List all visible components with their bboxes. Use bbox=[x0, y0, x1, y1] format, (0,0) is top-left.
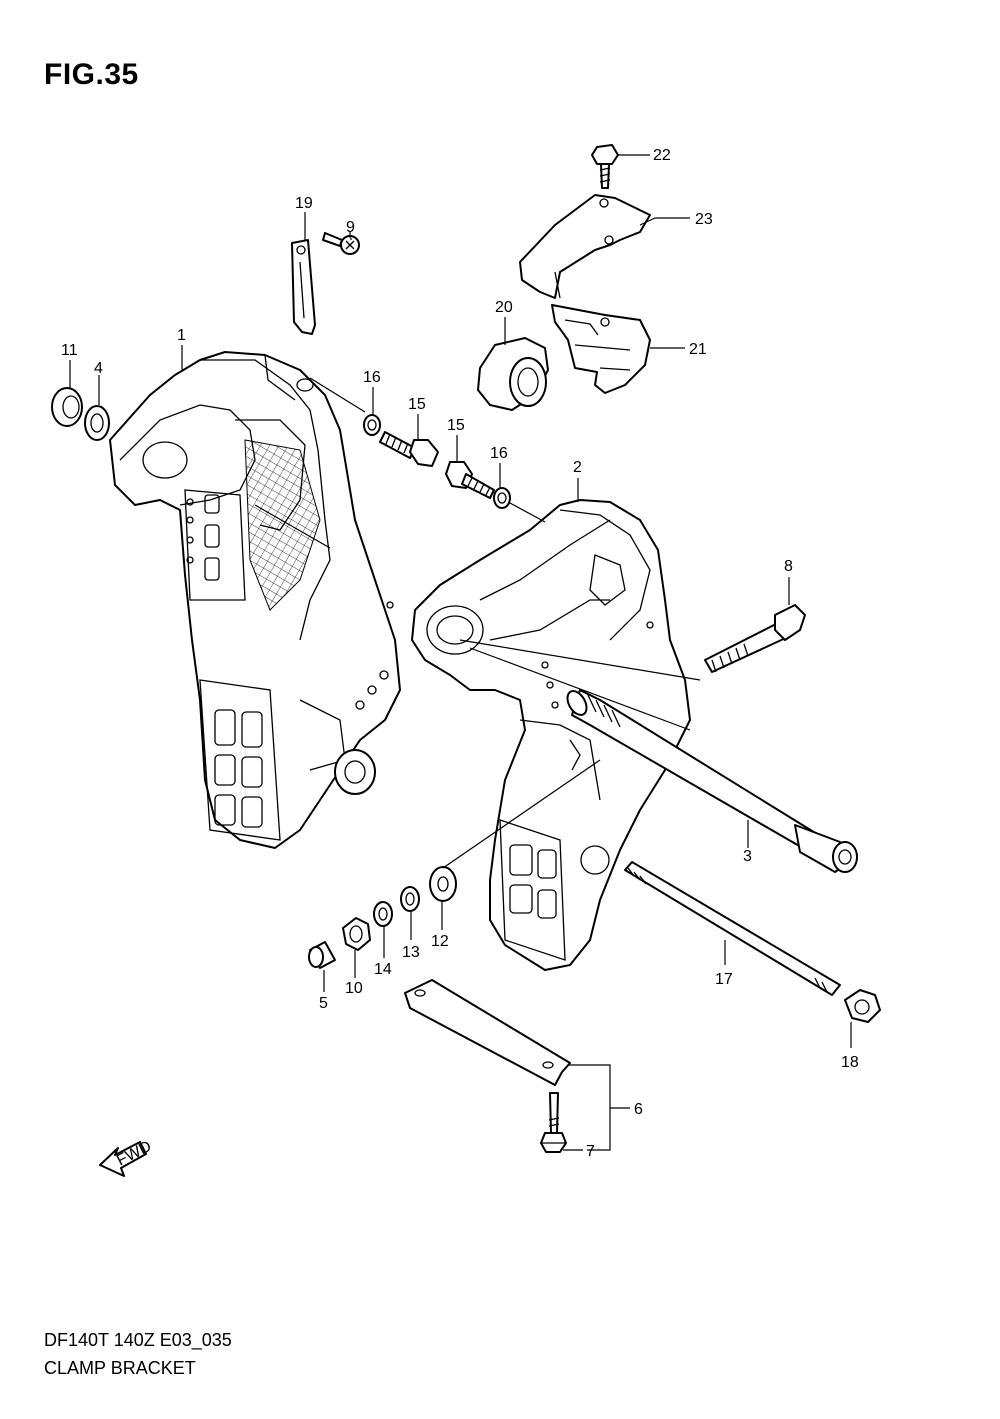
knob-20 bbox=[477, 337, 549, 411]
callout-2: 2 bbox=[573, 459, 582, 476]
fwd-arrow-icon: FWD bbox=[99, 1138, 154, 1177]
figure-name: CLAMP BRACKET bbox=[44, 1358, 196, 1378]
callout-15b: 15 bbox=[447, 417, 465, 434]
bolt-15b bbox=[445, 461, 495, 499]
callout-4: 4 bbox=[94, 360, 103, 377]
bolt-22 bbox=[591, 144, 619, 189]
screw-9 bbox=[322, 232, 360, 255]
callout-labels: 1 2 3 4 5 6 7 8 9 10 11 12 13 14 15 15 1… bbox=[61, 147, 859, 1160]
nut-18 bbox=[844, 989, 881, 1023]
callout-11: 11 bbox=[61, 342, 78, 359]
model-code: DF140T 140Z E03_035 bbox=[44, 1330, 232, 1350]
callout-13: 13 bbox=[402, 944, 420, 961]
clamp-bracket-left bbox=[109, 351, 401, 849]
callout-16a: 16 bbox=[363, 369, 381, 386]
callout-19: 19 bbox=[295, 195, 313, 212]
fwd-label: FWD bbox=[114, 1138, 154, 1170]
callout-23: 23 bbox=[695, 211, 713, 228]
nut-11 bbox=[51, 387, 83, 427]
figure-title: FIG.35 bbox=[44, 58, 139, 91]
nut-10 bbox=[342, 917, 371, 951]
washer-16b bbox=[493, 487, 511, 509]
callout-21: 21 bbox=[689, 341, 707, 358]
callout-1: 1 bbox=[177, 327, 186, 344]
strap-19 bbox=[291, 239, 316, 335]
callout-6: 6 bbox=[634, 1101, 643, 1118]
washer-14 bbox=[373, 901, 393, 927]
clip-21 bbox=[551, 304, 651, 394]
plate-6 bbox=[404, 979, 571, 1086]
washer-16a bbox=[363, 414, 381, 436]
callout-15a: 15 bbox=[408, 396, 426, 413]
callout-17: 17 bbox=[715, 971, 733, 988]
callout-5: 5 bbox=[319, 995, 328, 1012]
bolt-7 bbox=[540, 1092, 567, 1153]
washer-12 bbox=[429, 866, 457, 902]
clamp-bracket-right bbox=[411, 499, 691, 971]
callout-8: 8 bbox=[784, 558, 793, 575]
bolt-15a bbox=[379, 431, 439, 467]
callout-9: 9 bbox=[346, 219, 355, 236]
callout-14: 14 bbox=[374, 961, 392, 978]
callout-22: 22 bbox=[653, 147, 671, 164]
callout-7: 7 bbox=[586, 1143, 595, 1160]
tilt-tube bbox=[566, 689, 858, 873]
callout-3: 3 bbox=[743, 848, 752, 865]
callout-12: 12 bbox=[431, 933, 449, 950]
bushing-5 bbox=[308, 941, 336, 969]
callout-18: 18 bbox=[841, 1054, 859, 1071]
washer-4 bbox=[84, 405, 110, 441]
leader-lines bbox=[69, 154, 852, 1151]
callout-10: 10 bbox=[345, 980, 363, 997]
through-bolt-17 bbox=[624, 861, 841, 996]
washer-13 bbox=[400, 886, 420, 912]
plate-23 bbox=[519, 194, 651, 299]
callout-16b: 16 bbox=[490, 445, 508, 462]
bolt-8 bbox=[704, 604, 806, 673]
callout-20: 20 bbox=[495, 299, 513, 316]
